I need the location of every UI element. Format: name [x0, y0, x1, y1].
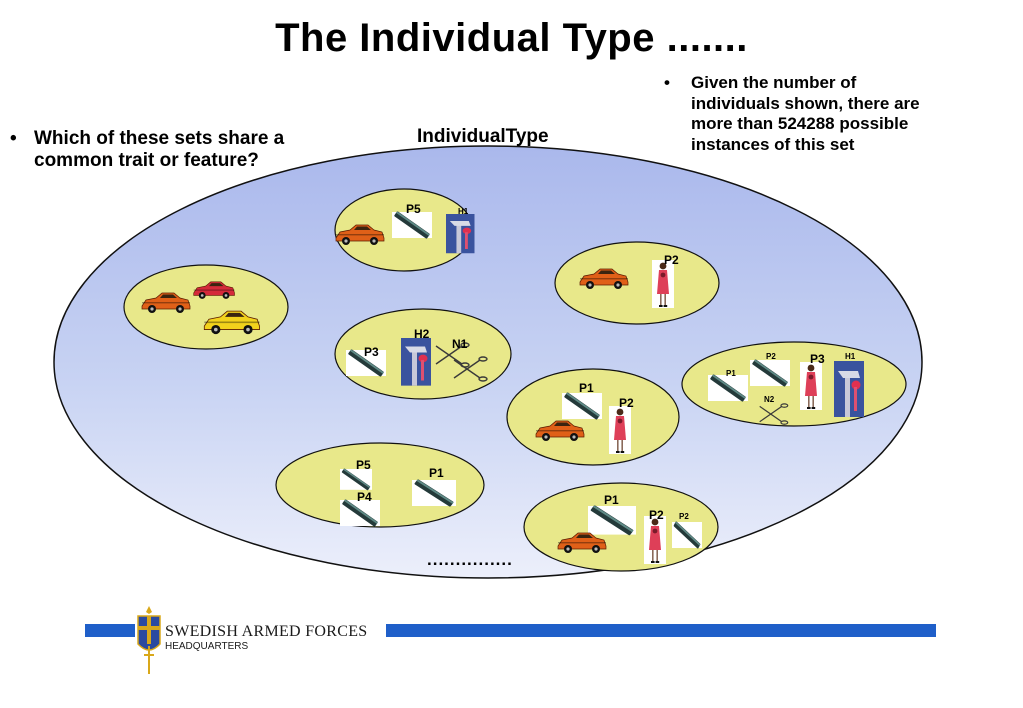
pipe-icon — [412, 479, 456, 507]
set-3 — [554, 241, 720, 325]
right-bullet-line3: more than 524288 possible — [691, 114, 909, 133]
right-bullet: • Given the number of individuals shown,… — [664, 73, 1004, 165]
pipe-icon — [588, 504, 636, 536]
right-bullet-line4: instances of this set — [691, 134, 855, 154]
label-p5: P5 — [406, 202, 421, 216]
label-p1: P1 — [429, 466, 444, 480]
footer-bar-left — [85, 624, 135, 637]
pipe-icon — [708, 374, 748, 402]
pipe-icon — [562, 392, 602, 420]
footer-bar-right — [386, 624, 936, 637]
pipe-icon — [672, 521, 702, 549]
label-h2: H2 — [414, 327, 430, 341]
bullet-marker: • — [10, 128, 17, 149]
hammer-icon — [834, 361, 864, 417]
label-p4: P4 — [357, 490, 372, 504]
woman-icon — [800, 362, 822, 410]
label-p3: P3 — [364, 345, 379, 359]
set-6 — [506, 368, 680, 466]
woman-icon — [609, 406, 631, 454]
footer-org-name: SWEDISH ARMED FORCES — [165, 623, 368, 640]
left-bullet-line1: Which of these sets share a — [34, 128, 285, 149]
set-5 — [681, 341, 907, 427]
right-bullet-line2: individuals shown, there are — [691, 93, 920, 113]
hammer-icon — [446, 214, 475, 254]
label-n1: N1 — [452, 337, 468, 351]
label-h1: H1 — [458, 207, 469, 216]
bullet-marker: • — [664, 73, 670, 92]
label-p1: P1 — [579, 381, 594, 395]
label-p2: P2 — [679, 512, 689, 521]
label-p1: P1 — [726, 369, 736, 378]
label-p1: P1 — [604, 493, 619, 507]
set-2 — [123, 264, 289, 350]
left-bullet-line2: common trait or feature? — [34, 150, 259, 171]
label-p3: P3 — [810, 352, 825, 366]
set-8 — [523, 482, 719, 572]
label-p2: P2 — [664, 253, 679, 267]
footer-dept-name: HEADQUARTERS — [165, 641, 249, 652]
label-p2: P2 — [649, 508, 664, 522]
hammer-icon — [401, 338, 431, 386]
label-h1: H1 — [845, 352, 856, 361]
armed-forces-emblem-icon — [137, 606, 161, 674]
left-bullet: • Which of these sets share a common tra… — [10, 128, 390, 178]
pipe-icon — [750, 359, 790, 387]
label-p2: P2 — [766, 352, 776, 361]
individualtype-label: IndividualType — [417, 126, 549, 147]
set-1 — [334, 188, 475, 272]
label-p5: P5 — [356, 458, 371, 472]
woman-icon — [652, 260, 674, 308]
right-bullet-line1: Given the number of — [691, 73, 857, 92]
slide-title: The Individual Type ....... — [275, 16, 748, 60]
woman-icon — [644, 516, 666, 564]
label-n2: N2 — [764, 395, 775, 404]
ellipsis-text: ............... — [427, 550, 513, 569]
left-bullet-text: Which of these sets share a common trait… — [34, 128, 284, 172]
right-bullet-text: Given the number of individuals shown, t… — [691, 73, 920, 155]
set-4 — [334, 308, 512, 400]
label-p2: P2 — [619, 396, 634, 410]
set-7 — [275, 442, 485, 528]
